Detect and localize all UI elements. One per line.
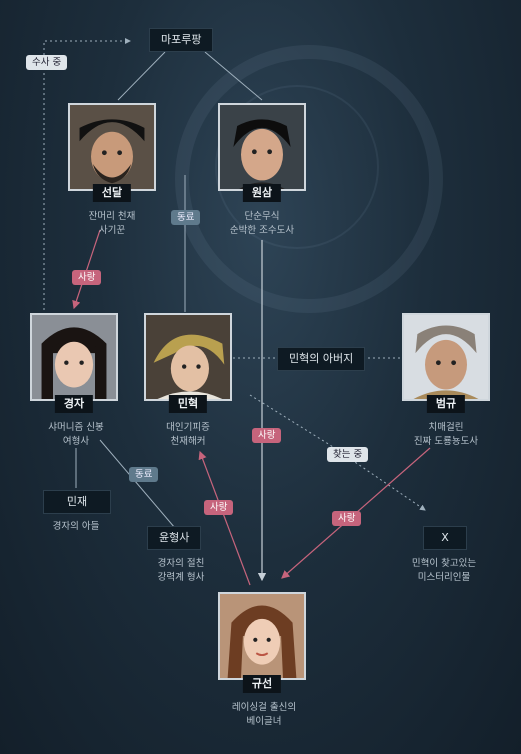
yunhyeongsa-box: 윤형사 bbox=[147, 526, 202, 550]
line-boss-wonsam bbox=[204, 51, 263, 101]
line-colleague-2 bbox=[99, 439, 176, 529]
gyeongja-photo bbox=[30, 313, 118, 401]
minhyuk-desc: 대인기피증 천재해커 bbox=[128, 421, 248, 449]
minhyuk-name: 민혁 bbox=[168, 395, 208, 413]
love-tag-1: 사랑 bbox=[72, 270, 102, 285]
minjae-box: 민재 bbox=[43, 490, 111, 514]
love-tag-4: 사랑 bbox=[332, 511, 362, 526]
line-boss-seondal bbox=[117, 51, 166, 101]
beomgyu-desc-line-1: 치매걸린 bbox=[428, 422, 464, 433]
beomgyu-name: 범규 bbox=[426, 395, 466, 413]
minhyuk-desc-line-2: 천재해커 bbox=[170, 436, 206, 447]
wonsam-name: 원삼 bbox=[242, 184, 282, 202]
gyeongja-desc: 샤머니즘 신봉 여형사 bbox=[16, 421, 136, 449]
gyuseon-photo bbox=[218, 592, 306, 680]
minhyuk-desc-line-1: 대인기피증 bbox=[166, 422, 210, 433]
yunhyeongsa-desc-line-2: 강력계 형사 bbox=[157, 572, 205, 583]
line-searching bbox=[249, 394, 426, 511]
gyuseon-desc: 레이싱걸 출신의 베이글녀 bbox=[204, 701, 324, 729]
yunhyeongsa-desc: 경자의 절친 강력계 형사 bbox=[121, 557, 241, 585]
gyuseon-desc-line-2: 베이글녀 bbox=[246, 716, 282, 727]
line-investigating bbox=[43, 38, 131, 310]
x-box: X bbox=[423, 526, 467, 550]
gyeongja-name: 경자 bbox=[54, 395, 94, 413]
wonsam-desc: 단순무식 순박한 조수도사 bbox=[202, 210, 322, 238]
seondal-desc-line-1: 잔머리 천재 bbox=[88, 211, 136, 222]
minjae-desc: 경자의 아들 bbox=[16, 520, 136, 534]
yunhyeongsa-desc-line-1: 경자의 절친 bbox=[157, 558, 205, 569]
love-tag-3: 사랑 bbox=[204, 500, 234, 515]
x-desc-line-1: 민혁이 찾고있는 bbox=[411, 558, 477, 569]
beomgyu-desc: 치매걸린 진짜 도룡뇽도사 bbox=[386, 421, 506, 449]
top-label-box: 마포루팡 bbox=[149, 28, 214, 52]
x-desc: 민혁이 찾고있는 미스터리인물 bbox=[384, 557, 504, 585]
seondal-desc: 잔머리 천재 사기꾼 bbox=[52, 210, 172, 238]
gyuseon-name: 규선 bbox=[242, 675, 282, 693]
wonsam-desc-line-2: 순박한 조수도사 bbox=[229, 225, 295, 236]
minjae-desc-line-1: 경자의 아들 bbox=[52, 521, 100, 532]
minhyuk-photo bbox=[144, 313, 232, 401]
colleague-tag-1: 동료 bbox=[171, 210, 201, 225]
wonsam-desc-line-1: 단순무식 bbox=[244, 211, 280, 222]
line-love-3 bbox=[198, 450, 251, 586]
gyeongja-desc-line-2: 여형사 bbox=[62, 436, 90, 447]
background-inner-circle bbox=[215, 85, 379, 249]
investigating-tag: 수사 중 bbox=[26, 55, 68, 70]
searching-tag: 찾는 중 bbox=[327, 447, 369, 462]
seondal-photo bbox=[68, 103, 156, 191]
wonsam-photo bbox=[218, 103, 306, 191]
seondal-name: 선달 bbox=[92, 184, 132, 202]
beomgyu-desc-line-2: 진짜 도룡뇽도사 bbox=[413, 436, 479, 447]
beomgyu-photo bbox=[402, 313, 490, 401]
gyuseon-desc-line-1: 레이싱걸 출신의 bbox=[231, 702, 297, 713]
colleague-tag-2: 동료 bbox=[129, 467, 159, 482]
father-label-box: 민혁의 아버지 bbox=[277, 347, 366, 371]
x-desc-line-2: 미스터리인물 bbox=[417, 572, 471, 583]
line-love-1 bbox=[72, 229, 101, 310]
gyeongja-desc-line-1: 샤머니즘 신봉 bbox=[48, 422, 104, 433]
seondal-desc-line-2: 사기꾼 bbox=[98, 225, 126, 236]
love-tag-2: 사랑 bbox=[252, 428, 282, 443]
